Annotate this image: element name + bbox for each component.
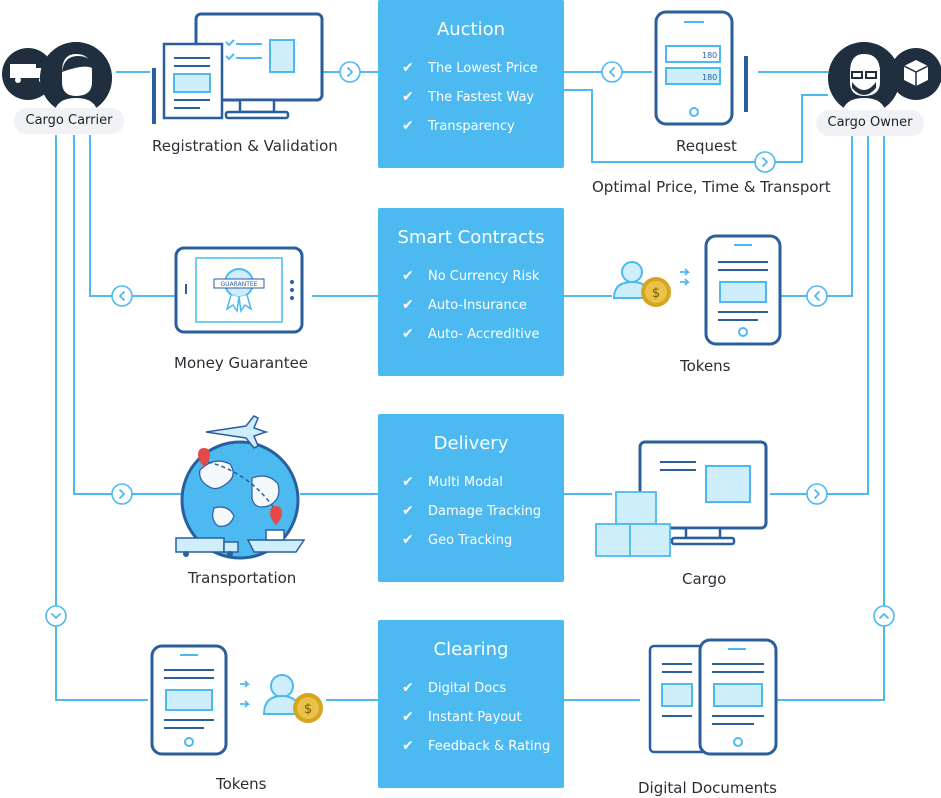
label-money-guarantee: Money Guarantee	[174, 354, 309, 372]
arrow-up-icon	[873, 605, 895, 627]
stage-item: ✔Auto-Insurance	[402, 291, 564, 320]
cargo-icon	[595, 440, 768, 557]
stage-item: ✔No Currency Risk	[402, 262, 564, 291]
stage-item: ✔The Lowest Price	[402, 54, 564, 83]
check-icon: ✔	[402, 297, 414, 313]
stage-item: ✔Auto- Accreditive	[402, 320, 564, 349]
check-icon: ✔	[402, 680, 414, 696]
label-transportation: Transportation	[188, 569, 297, 587]
stage-item: ✔Instant Payout	[402, 703, 564, 732]
cargo-owner-label: Cargo Owner	[816, 110, 924, 136]
arrow-left-icon	[601, 61, 623, 83]
guarantee-seal: GUARANTEE	[221, 281, 258, 288]
label-tokens-left: Tokens	[216, 775, 267, 793]
check-icon: ✔	[402, 709, 414, 725]
arrow-right-icon	[111, 483, 133, 505]
stage-clearing: Clearing ✔Digital Docs ✔Instant Payout ✔…	[378, 620, 564, 788]
connector-owner-docs	[776, 135, 885, 701]
money-guarantee-icon: GUARANTEE	[174, 246, 304, 334]
registration-icon	[152, 12, 324, 124]
connector-auction-optimal	[564, 89, 828, 163]
cargo-carrier-avatar	[40, 42, 112, 114]
stage-item: ✔Digital Docs	[402, 674, 564, 703]
stage-delivery: Delivery ✔Multi Modal ✔Damage Tracking ✔…	[378, 414, 564, 582]
request-value: 180	[702, 73, 717, 82]
arrow-right-icon	[339, 61, 361, 83]
arrow-left-icon	[111, 285, 133, 307]
label-request: Request	[676, 137, 737, 155]
connector-carrier-guarantee	[89, 135, 176, 297]
connector-carrier-clearing	[55, 135, 148, 701]
stage-title: Smart Contracts	[397, 227, 545, 248]
label-optimal-price: Optimal Price, Time & Transport	[592, 178, 831, 196]
stage-item: ✔Geo Tracking	[402, 526, 564, 555]
stage-item: ✔Multi Modal	[402, 468, 564, 497]
stage-auction: Auction ✔The Lowest Price ✔The Fastest W…	[378, 0, 564, 168]
request-value: 180	[702, 51, 717, 60]
stage-item: ✔The Fastest Way	[402, 83, 564, 112]
arrow-down-icon	[45, 605, 67, 627]
label-registration-validation: Registration & Validation	[152, 137, 338, 155]
stage-item: ✔Transparency	[402, 112, 564, 141]
label-cargo: Cargo	[682, 570, 727, 588]
cargo-owner-avatar	[828, 42, 900, 114]
transportation-icon	[175, 415, 306, 560]
tokens-left-icon: $	[150, 644, 323, 756]
check-icon: ✔	[402, 503, 414, 519]
connector-owner-tokens	[780, 135, 853, 297]
check-icon: ✔	[402, 268, 414, 284]
svg-text:$: $	[652, 286, 660, 301]
package-icon	[890, 48, 941, 100]
connector-owner-cargo	[770, 135, 869, 495]
request-icon: 180 180	[654, 10, 748, 126]
cargo-carrier-label: Cargo Carrier	[14, 108, 124, 134]
check-icon: ✔	[402, 89, 414, 105]
stage-item: ✔Damage Tracking	[402, 497, 564, 526]
check-icon: ✔	[402, 118, 414, 134]
check-icon: ✔	[402, 326, 414, 342]
arrow-right-icon	[806, 483, 828, 505]
tokens-right-icon: $	[612, 234, 782, 346]
check-icon: ✔	[402, 738, 414, 754]
stage-title: Delivery	[433, 433, 509, 454]
arrow-left-icon	[806, 285, 828, 307]
stage-title: Auction	[436, 19, 506, 40]
digital-documents-icon	[648, 638, 778, 756]
connector-carrier-transport	[73, 135, 185, 495]
arrow-right-icon	[754, 151, 776, 173]
stage-smart-contracts: Smart Contracts ✔No Currency Risk ✔Auto-…	[378, 208, 564, 376]
label-tokens-right: Tokens	[680, 357, 731, 375]
check-icon: ✔	[402, 474, 414, 490]
stage-title: Clearing	[433, 639, 509, 660]
svg-text:$: $	[304, 702, 312, 717]
check-icon: ✔	[402, 532, 414, 548]
check-icon: ✔	[402, 60, 414, 76]
label-digital-documents: Digital Documents	[638, 779, 777, 797]
stage-item: ✔Feedback & Rating	[402, 732, 564, 761]
